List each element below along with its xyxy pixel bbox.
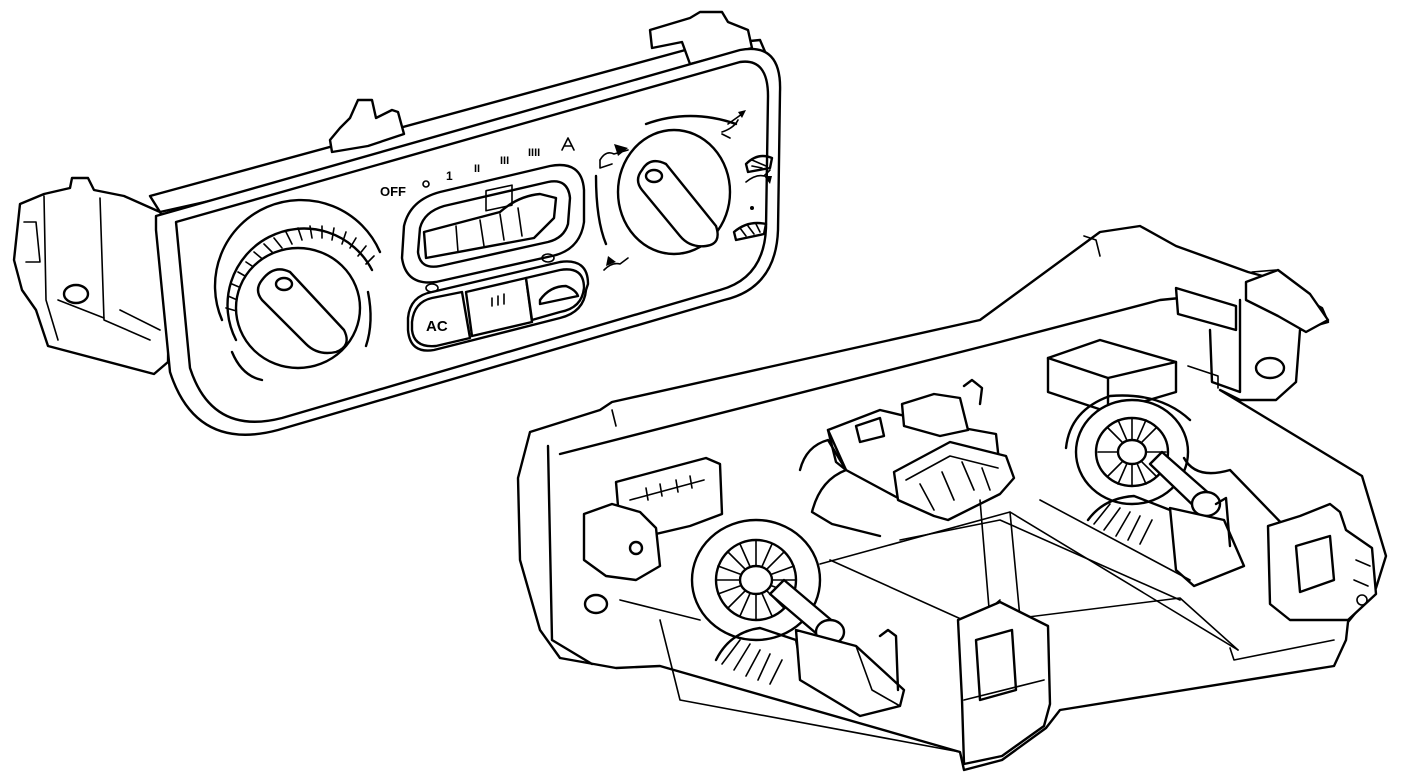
button-row: AC xyxy=(406,184,590,352)
rear-right-end-bracket xyxy=(1174,286,1238,332)
face-inner-bezel xyxy=(174,60,770,423)
floor-vent-icon xyxy=(603,256,629,271)
recirculation-icon xyxy=(538,284,580,306)
fan-window-inner xyxy=(416,180,572,268)
mode-knob-group xyxy=(594,110,774,271)
top-bracket-right xyxy=(648,10,754,66)
rear-defrost-button[interactable] xyxy=(464,276,534,338)
right-gear-mechanism xyxy=(1064,394,1292,588)
front-control-assembly: OFF 1 II III IIII AC xyxy=(12,10,782,436)
ac-button[interactable] xyxy=(410,290,472,348)
ac-button-label: AC xyxy=(426,318,448,335)
mount-hole-rear-left xyxy=(583,593,609,615)
mount-hole-right xyxy=(1254,356,1286,380)
left-side-housing xyxy=(12,176,172,376)
right-end-clip xyxy=(1266,502,1378,622)
fan-max-icon xyxy=(561,137,575,151)
windshield-defrost-icon xyxy=(732,221,768,242)
electrical-connector xyxy=(798,378,1016,538)
recirculation-button[interactable] xyxy=(524,268,586,322)
fan-label-2: II xyxy=(474,163,480,175)
mode-scale-arc xyxy=(594,174,608,246)
fan-label-1: 1 xyxy=(446,169,453,183)
temperature-knob-group xyxy=(213,198,382,382)
fan-label-3: III xyxy=(500,155,509,167)
bottom-clip-center xyxy=(956,600,1052,766)
fan-speed-selector: OFF 1 II III IIII xyxy=(380,137,586,284)
fan-window-outer xyxy=(400,163,586,284)
fan-label-4: IIII xyxy=(528,147,540,159)
rear-defrost-icon xyxy=(485,184,513,307)
fan-label-off: OFF xyxy=(380,184,406,199)
temperature-scale-arc xyxy=(213,198,382,322)
rear-control-assembly xyxy=(516,224,1388,772)
defrost-floor-vent-icon xyxy=(744,154,774,184)
face-vent-icon xyxy=(599,144,629,169)
top-bracket-mid xyxy=(328,98,406,154)
mount-hole-left xyxy=(62,283,90,305)
bi-level-vent-icon xyxy=(721,110,746,139)
left-gear-mechanism xyxy=(690,518,906,718)
